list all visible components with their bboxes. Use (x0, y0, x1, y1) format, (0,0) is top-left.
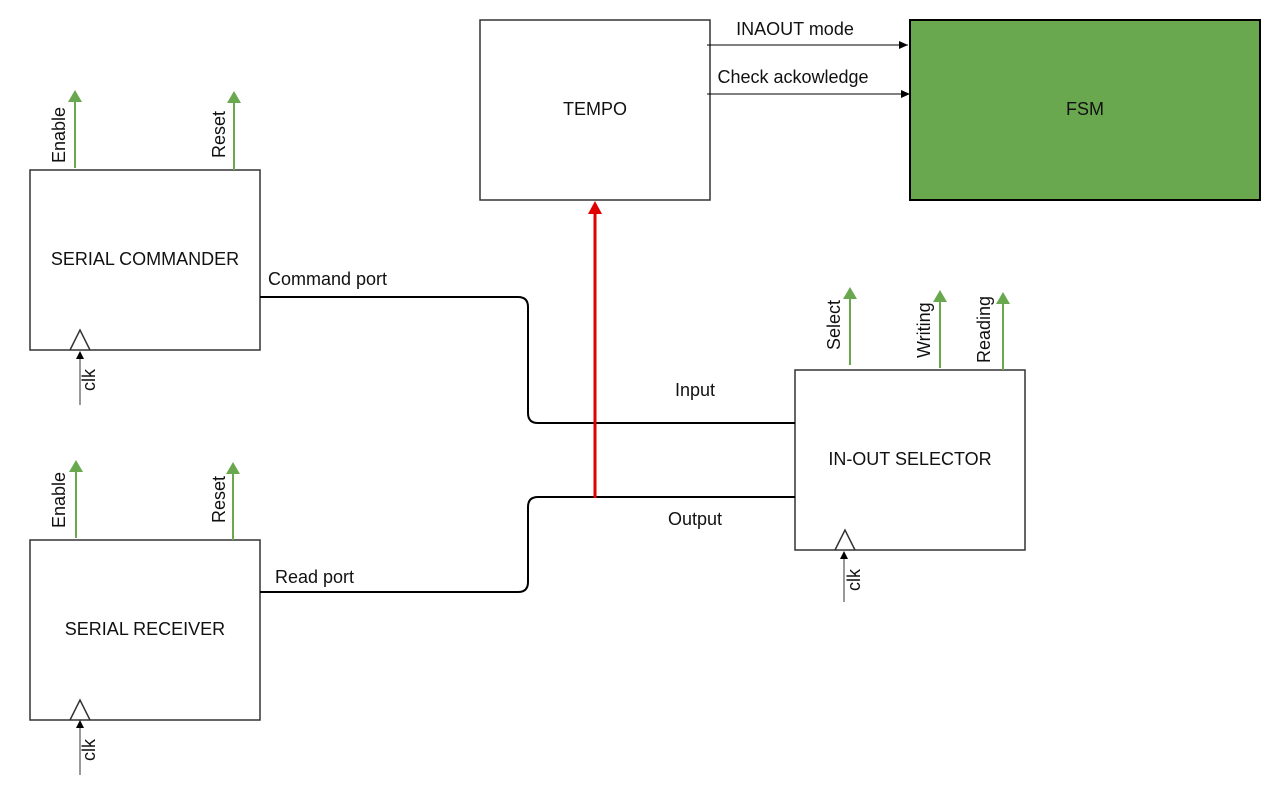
command-port-label: Command port (268, 269, 387, 289)
commander-reset-pin[interactable]: Reset (209, 91, 241, 170)
receiver-clk-label: clk (79, 738, 99, 761)
inaout-mode-label: INAOUT mode (736, 19, 854, 39)
selector-clk-pin[interactable]: clk (840, 551, 864, 602)
receiver-enable-label: Enable (49, 472, 69, 528)
selector-select-label: Select (824, 300, 844, 350)
read-port-wire[interactable]: Read port Output (260, 496, 795, 593)
fsm-label: FSM (1066, 99, 1104, 119)
read-port-label: Read port (275, 567, 354, 587)
commander-reset-label: Reset (209, 111, 229, 158)
tempo-block[interactable]: TEMPO (479, 19, 711, 201)
selector-reading-label: Reading (974, 296, 994, 363)
clock-edge-icon (69, 328, 91, 351)
receiver-reset-pin[interactable]: Reset (209, 462, 240, 540)
input-label: Input (675, 380, 715, 400)
fsm-block[interactable]: FSM (909, 19, 1261, 201)
serial-commander-label: SERIAL COMMANDER (51, 249, 239, 269)
commander-enable-pin[interactable]: Enable (49, 90, 82, 168)
check-ack-label: Check ackowledge (717, 67, 868, 87)
commander-clk-label: clk (79, 368, 99, 391)
check-ack-signal[interactable]: Check ackowledge (707, 67, 910, 98)
selector-writing-label: Writing (914, 302, 934, 358)
commander-enable-label: Enable (49, 107, 69, 163)
selector-reading-pin[interactable]: Reading (974, 292, 1010, 370)
serial-commander-block[interactable]: SERIAL COMMANDER (29, 169, 261, 351)
tempo-label: TEMPO (563, 99, 627, 119)
selector-clk-label: clk (844, 568, 864, 591)
selector-writing-pin[interactable]: Writing (914, 290, 947, 368)
inout-selector-block[interactable]: IN-OUT SELECTOR (794, 369, 1026, 551)
tempo-input-link[interactable] (588, 201, 602, 498)
serial-receiver-block[interactable]: SERIAL RECEIVER (29, 539, 261, 721)
serial-receiver-label: SERIAL RECEIVER (65, 619, 225, 639)
command-port-wire[interactable]: Command port Input (260, 269, 795, 424)
clock-edge-icon (834, 528, 856, 551)
receiver-clk-pin[interactable]: clk (76, 720, 99, 775)
clock-edge-icon (69, 698, 91, 721)
output-label: Output (668, 509, 722, 529)
inout-selector-label: IN-OUT SELECTOR (828, 449, 991, 469)
selector-select-pin[interactable]: Select (824, 287, 857, 365)
inaout-mode-signal[interactable]: INAOUT mode (707, 19, 908, 49)
receiver-reset-label: Reset (209, 476, 229, 523)
commander-clk-pin[interactable]: clk (76, 351, 99, 405)
receiver-enable-pin[interactable]: Enable (49, 460, 83, 538)
